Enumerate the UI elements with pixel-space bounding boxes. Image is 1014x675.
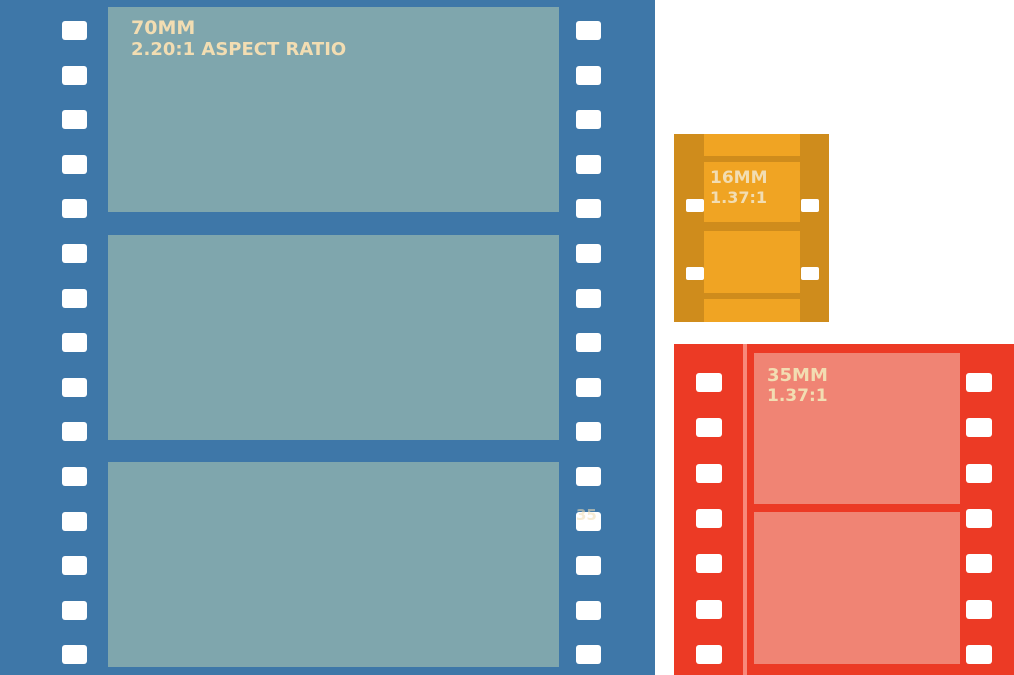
sprocket-hole-35mm (966, 373, 992, 392)
sprocket-hole-70mm (62, 377, 87, 397)
sprocket-hole-35mm (696, 599, 722, 619)
sprocket-hole-35mm (966, 599, 992, 619)
film-frame-70mm-3 (108, 462, 559, 667)
film-frame-16mm-1 (704, 162, 800, 222)
sprocket-hole-70mm (576, 511, 601, 531)
sprocket-hole-70mm (62, 467, 87, 486)
ghost-text: 35 (576, 506, 597, 524)
film-frame-70mm-1 (108, 7, 559, 212)
sprocket-hole-70mm (62, 645, 87, 665)
sprocket-hole-70mm (62, 154, 87, 174)
sprocket-hole-70mm (62, 556, 87, 576)
sprocket-hole-35mm (696, 463, 722, 483)
sprocket-hole-70mm (576, 154, 601, 174)
format-name-35mm: 35MM (767, 365, 828, 386)
sprocket-hole-70mm (62, 333, 87, 353)
format-label-35mm: 35MM 1.37:1 (767, 365, 828, 406)
sprocket-hole-70mm (576, 333, 601, 353)
sprocket-hole-70mm (576, 467, 601, 486)
film-frame-35mm-2 (754, 512, 960, 664)
sprocket-hole-70mm (62, 288, 87, 308)
sprocket-hole-16mm-2 (801, 199, 819, 212)
sprocket-hole-35mm (966, 418, 992, 438)
sprocket-hole-70mm (576, 21, 601, 40)
format-label-70mm: 70MM 2.20:1 ASPECT RATIO (131, 17, 347, 60)
sprocket-hole-70mm (62, 422, 87, 442)
film-frame-35mm-1 (754, 353, 960, 504)
film-strip-70mm: 70MM 2.20:1 ASPECT RATIO (0, 0, 655, 675)
sprocket-hole-35mm (966, 463, 992, 483)
film-band-16mm-bottom (704, 299, 800, 322)
film-frame-16mm-2 (704, 231, 800, 293)
sprocket-hole-35mm (966, 644, 992, 664)
sprocket-hole-70mm (576, 110, 601, 130)
film-edge-35mm (743, 344, 747, 675)
sprocket-hole-70mm (576, 199, 601, 219)
sprocket-hole-70mm (576, 288, 601, 308)
format-name-16mm: 16MM (710, 168, 768, 188)
sprocket-hole-70mm (576, 377, 601, 397)
sprocket-hole-70mm (576, 244, 601, 263)
sprocket-hole-70mm (62, 511, 87, 531)
sprocket-hole-70mm (576, 65, 601, 85)
format-name-70mm: 70MM (131, 17, 196, 39)
sprocket-hole-70mm (62, 600, 87, 620)
sprocket-hole-35mm (966, 554, 992, 574)
sprocket-hole-70mm (62, 21, 87, 40)
sprocket-hole-35mm (696, 644, 722, 664)
format-label-16mm: 16MM 1.37:1 (710, 168, 768, 207)
sprocket-hole-35mm (696, 373, 722, 392)
sprocket-hole-16mm-1 (686, 199, 704, 212)
sprocket-hole-35mm (696, 508, 722, 528)
film-strip-16mm: 16MM 1.37:1 (674, 134, 829, 322)
sprocket-hole-70mm (62, 244, 87, 263)
film-strip-35mm: 35MM 1.37:1 (674, 344, 1014, 675)
sprocket-hole-70mm (576, 422, 601, 442)
sprocket-hole-70mm (576, 600, 601, 620)
sprocket-hole-70mm (62, 110, 87, 130)
format-ratio-70mm: 2.20:1 ASPECT RATIO (131, 38, 347, 60)
format-ratio-35mm: 1.37:1 (767, 385, 828, 406)
sprocket-hole-16mm-4 (801, 267, 819, 280)
sprocket-hole-70mm (62, 199, 87, 219)
sprocket-hole-70mm (576, 556, 601, 576)
sprocket-hole-35mm (696, 418, 722, 438)
sprocket-hole-16mm-3 (686, 267, 704, 280)
sprocket-hole-35mm (966, 508, 992, 528)
sprocket-hole-70mm (576, 645, 601, 665)
format-ratio-16mm: 1.37:1 (710, 187, 768, 207)
sprocket-hole-70mm (62, 65, 87, 85)
sprocket-hole-35mm (696, 554, 722, 574)
film-frame-70mm-2 (108, 235, 559, 440)
film-band-16mm-top (704, 134, 800, 156)
